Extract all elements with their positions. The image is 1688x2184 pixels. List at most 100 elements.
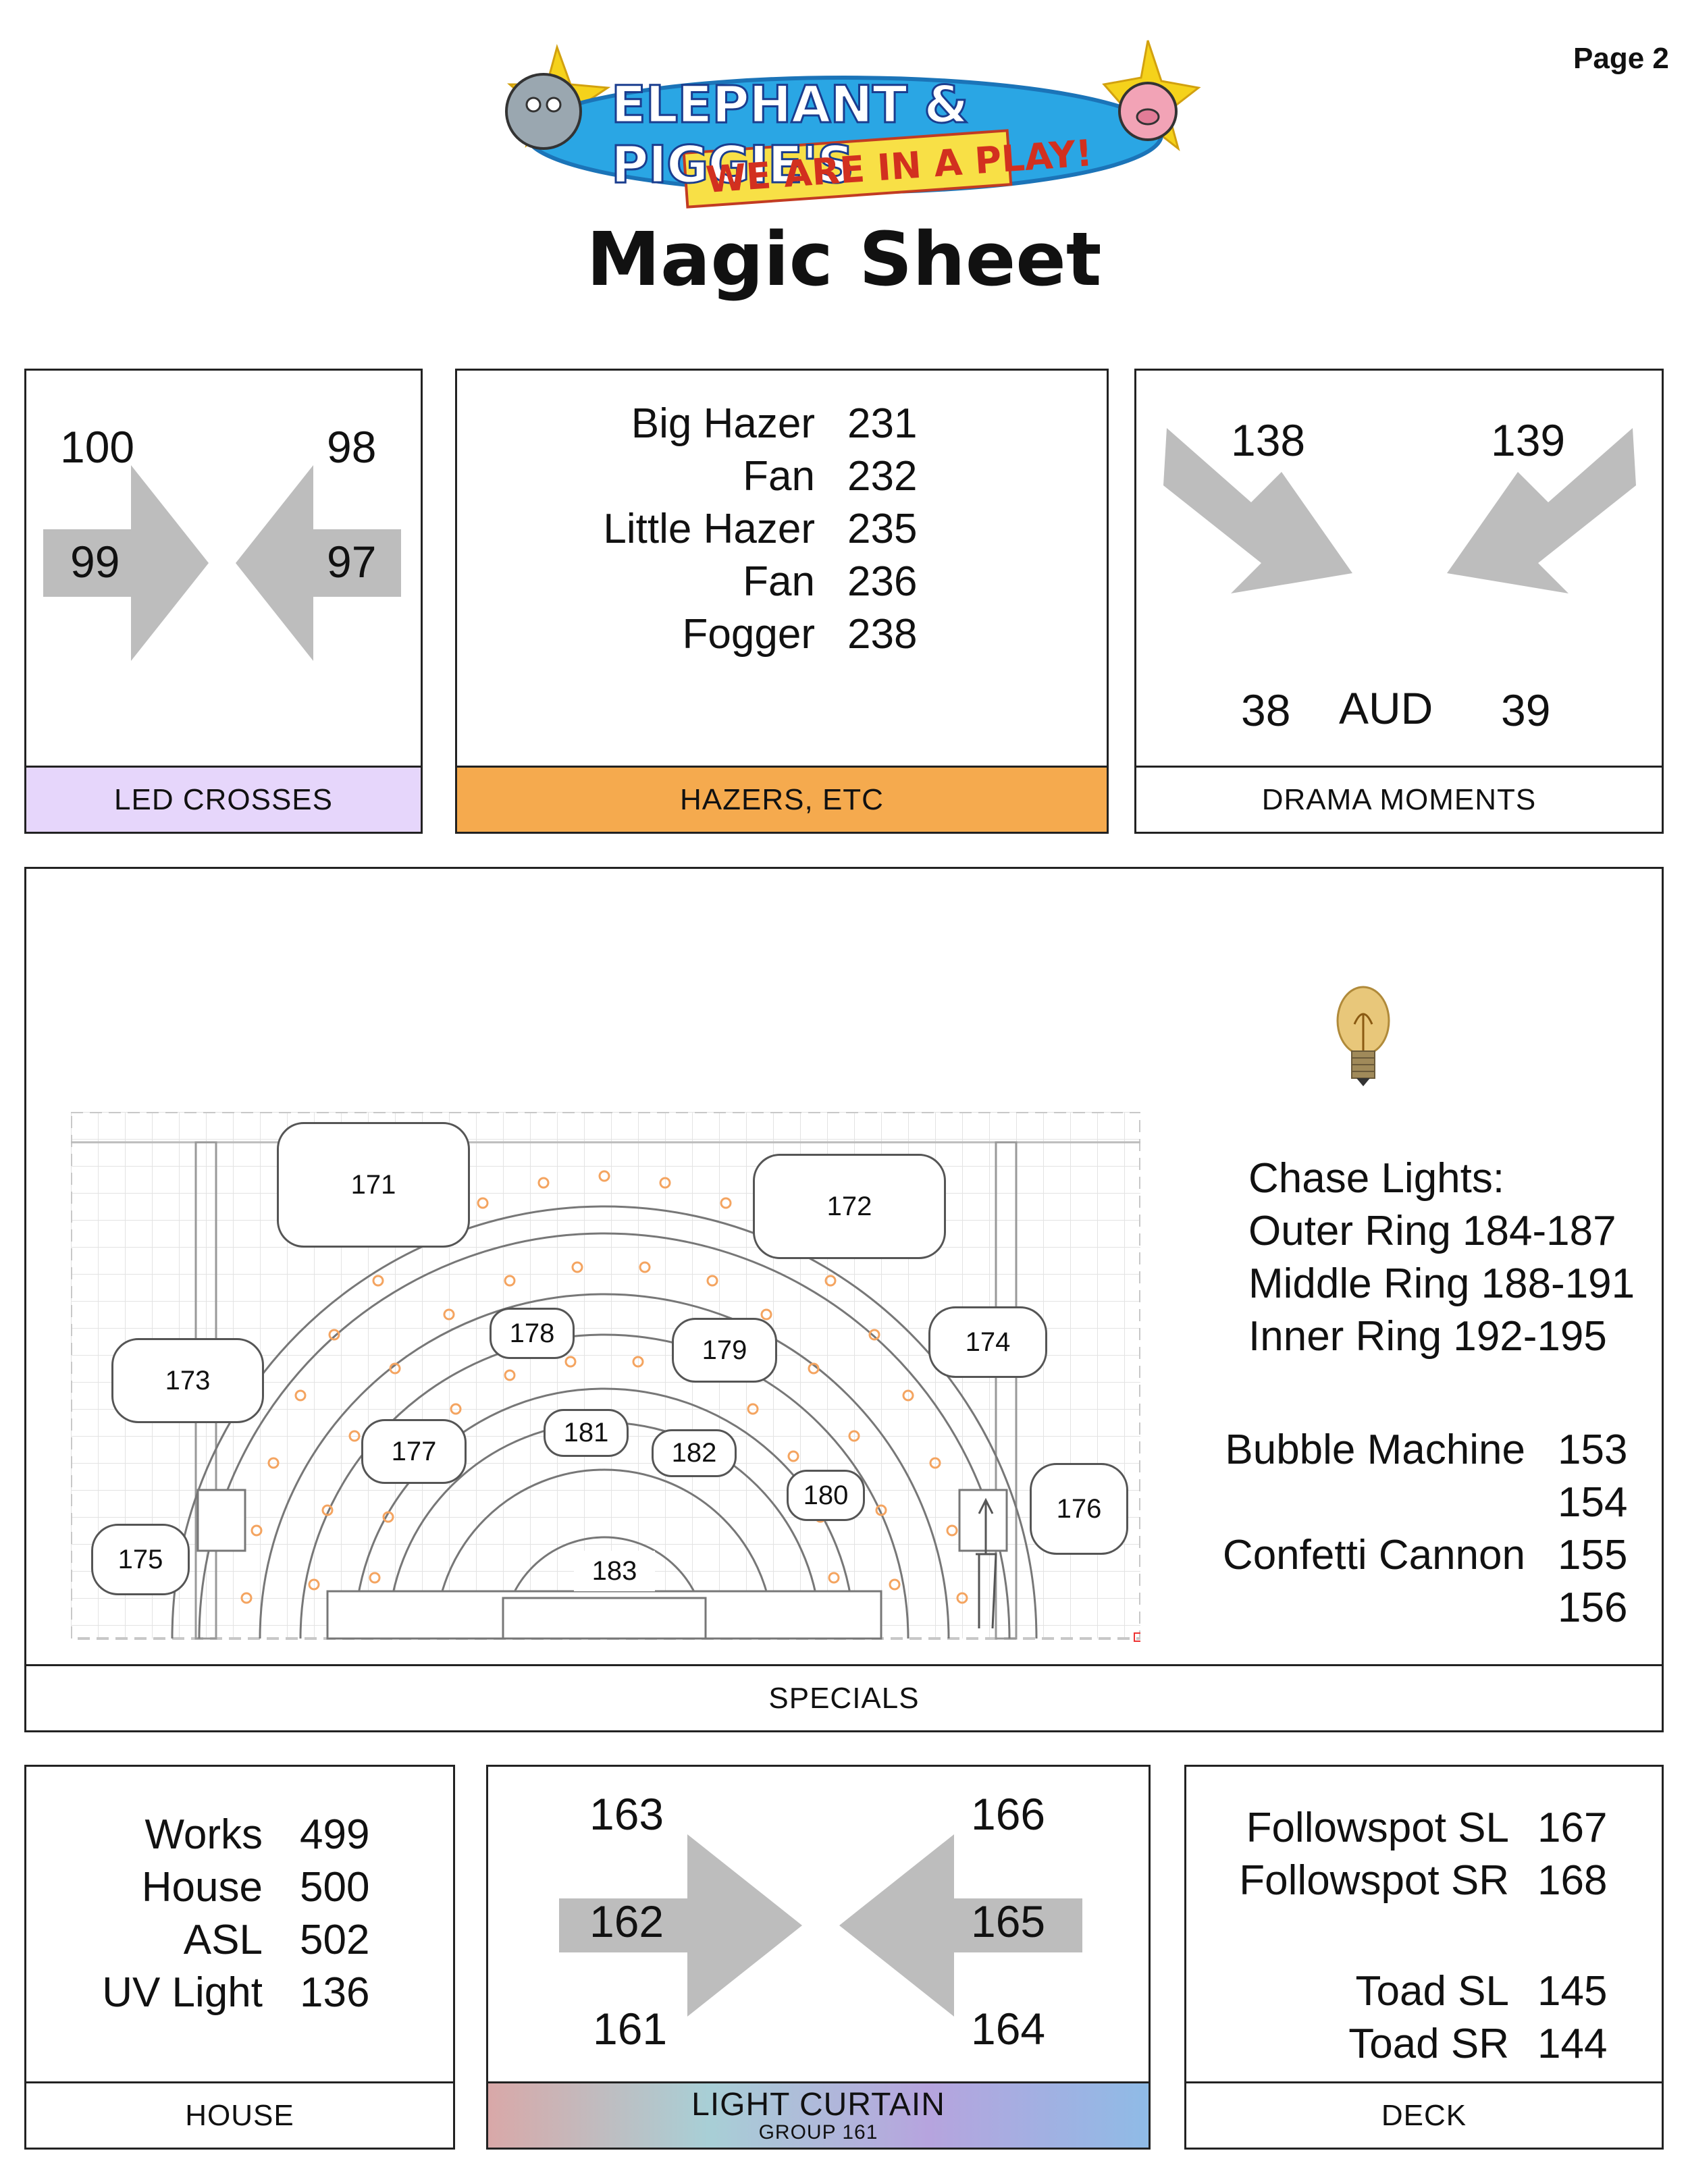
house-value: 500 [300, 1864, 370, 1911]
led-97: 97 [327, 537, 377, 587]
special-bubble-176: 176 [1030, 1463, 1128, 1555]
bubble-number: 174 [965, 1327, 1011, 1357]
hazer-label: Fan [743, 558, 815, 605]
machine-row: 154 [1174, 1482, 1627, 1524]
curtain-166: 166 [971, 1789, 1046, 1839]
bubble-number: 179 [702, 1335, 747, 1365]
deck-row: Toad SR 144 [1186, 2023, 1607, 2065]
stage-diagram: 171 172 173 174 175 176 177 178 179 180 [70, 1111, 1143, 1645]
special-bubble-178: 178 [490, 1308, 575, 1359]
hazer-value: 232 [847, 453, 918, 500]
special-bubble-177: 177 [361, 1419, 467, 1484]
hazer-value: 236 [847, 558, 918, 605]
house-label: House [141, 1864, 263, 1911]
deck-label: Followspot SR [1239, 1857, 1509, 1904]
curtain-161: 161 [593, 2004, 668, 2054]
house-panel: Works 499 House 500 ASL 502 UV Light 136… [24, 1765, 455, 2150]
hazer-label: Big Hazer [631, 400, 815, 447]
special-label-183: 183 [574, 1551, 655, 1591]
specials-footer: SPECIALS [26, 1664, 1662, 1730]
deck-panel: Followspot SL 167 Followspot SR 168 Toad… [1184, 1765, 1664, 2150]
deck-label: Toad SL [1355, 1968, 1509, 2015]
bubble-number: 172 [826, 1191, 872, 1221]
hazer-row: Fan 236 [457, 561, 1111, 603]
special-bubble-180: 180 [787, 1470, 865, 1521]
machine-label: Confetti Cannon [1222, 1532, 1525, 1578]
light-curtain-group: GROUP 161 [758, 2121, 878, 2143]
special-bubble-179: 179 [672, 1318, 777, 1383]
special-bubble-174: 174 [928, 1306, 1047, 1378]
deck-row: Followspot SR 168 [1186, 1860, 1607, 1902]
bubble-number: 180 [803, 1480, 849, 1510]
hazer-row: Little Hazer 235 [457, 508, 1111, 550]
drama-139: 139 [1491, 415, 1566, 465]
house-value: 499 [300, 1811, 370, 1858]
led-crosses-footer: LED CROSSES [26, 766, 421, 832]
bubble-number: 183 [591, 1555, 637, 1586]
deck-row: Followspot SL 167 [1186, 1805, 1608, 1851]
bubble-number: 176 [1056, 1493, 1102, 1524]
hazer-label: Fogger [682, 611, 815, 658]
house-label: ASL [183, 1917, 263, 1963]
hazer-row: Big Hazer 231 [457, 403, 1111, 445]
hazers-footer: HAZERS, ETC [457, 766, 1107, 832]
bubble-number: 175 [117, 1544, 163, 1574]
deck-footer: DECK [1186, 2081, 1662, 2148]
drama-moments-footer: DRAMA MOMENTS [1136, 766, 1662, 832]
light-curtain-panel: 163 166 162 165 161 164 LIGHT CURTAIN GR… [486, 1765, 1151, 2150]
specials-panel: 171 172 173 174 175 176 177 178 179 180 [24, 867, 1664, 1732]
bubble-number: 181 [563, 1418, 609, 1447]
led-100: 100 [60, 422, 135, 472]
hazer-row: Fan 232 [457, 456, 1111, 498]
hazer-value: 238 [847, 611, 918, 658]
special-bubble-171: 171 [277, 1122, 470, 1248]
deck-row: Toad SL 145 [1186, 1971, 1607, 2013]
hazer-row: Fogger 238 [457, 614, 1111, 656]
house-footer: HOUSE [26, 2081, 453, 2148]
house-value: 136 [300, 1969, 370, 2016]
led-cross-arrows [43, 465, 401, 661]
light-curtain-arrows [559, 1834, 1082, 2017]
bubble-number: 182 [671, 1438, 717, 1468]
led-crosses-panel: 100 98 99 97 LED CROSSES [24, 369, 423, 834]
machine-value: 156 [1558, 1584, 1628, 1631]
drama-38: 38 [1241, 685, 1291, 735]
led-99: 99 [70, 537, 120, 587]
bubble-number: 171 [350, 1169, 396, 1200]
chase-middle-ring: Middle Ring 188-191 [1248, 1260, 1635, 1307]
deck-label: Toad SR [1348, 2021, 1509, 2067]
chase-inner-ring: Inner Ring 192-195 [1248, 1313, 1607, 1360]
deck-value: 167 [1537, 1805, 1608, 1851]
hazer-label: Little Hazer [603, 506, 815, 552]
deck-value: 145 [1537, 1968, 1608, 2015]
house-row: Works 499 [26, 1814, 369, 1856]
machine-label [1174, 1587, 1525, 1629]
hazer-value: 231 [847, 400, 918, 447]
drama-aud: AUD [1339, 683, 1433, 733]
machine-row: 156 [1174, 1587, 1627, 1629]
chase-outer-ring: Outer Ring 184-187 [1248, 1208, 1616, 1254]
house-row: House 500 [26, 1864, 370, 1911]
show-logo: ELEPHANT & PIGGIE'S WE ARE IN A PLAY! [483, 37, 1205, 213]
machine-row: Confetti Cannon 155 [1174, 1532, 1628, 1578]
house-label: Works [144, 1811, 263, 1858]
drama-138: 138 [1231, 415, 1306, 465]
machine-label [1174, 1482, 1525, 1524]
drama-39: 39 [1501, 685, 1551, 735]
drama-arrows [1163, 428, 1636, 593]
machine-value: 153 [1558, 1427, 1628, 1473]
hazer-label: Fan [743, 453, 815, 500]
led-98: 98 [327, 422, 377, 472]
hazers-panel: Big Hazer 231 Fan 232 Little Hazer 235 F… [455, 369, 1109, 834]
drama-moments-panel: 138 139 38 AUD 39 DRAMA MOMENTS [1134, 369, 1664, 834]
machine-value: 154 [1558, 1479, 1628, 1526]
curtain-163: 163 [589, 1789, 664, 1839]
page-label: Page 2 [1573, 42, 1669, 75]
curtain-162: 162 [589, 1896, 664, 1946]
special-bubble-182: 182 [652, 1429, 737, 1477]
light-curtain-footer: LIGHT CURTAIN GROUP 161 [488, 2081, 1149, 2148]
house-row: UV Light 136 [26, 1972, 369, 2014]
chase-lights-title: Chase Lights: [1248, 1155, 1505, 1202]
deck-label: Followspot SL [1246, 1805, 1509, 1851]
special-bubble-173: 173 [111, 1338, 264, 1423]
